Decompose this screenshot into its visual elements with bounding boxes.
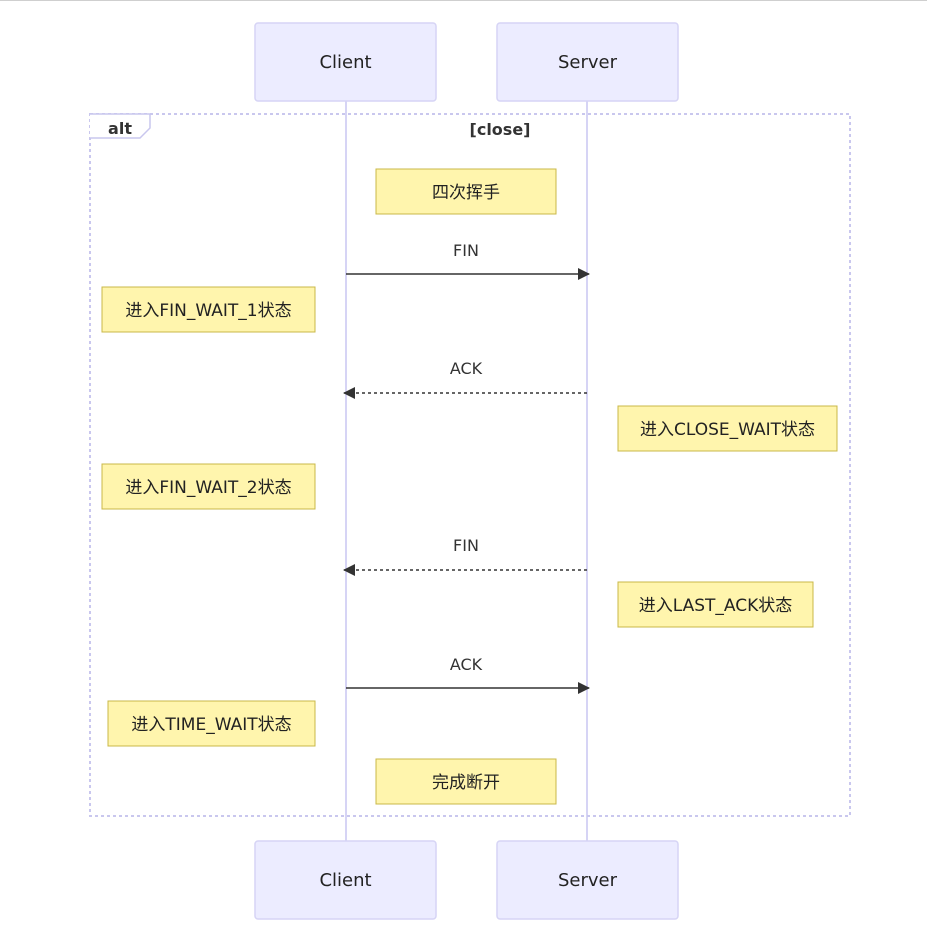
note-time-wait: 进入TIME_WAIT状态 xyxy=(107,700,316,747)
actor-client-top[interactable]: Client xyxy=(254,22,437,102)
note-fin-wait-1: 进入FIN_WAIT_1状态 xyxy=(101,286,316,333)
alt-block-frame xyxy=(89,113,851,817)
note-fin-wait-2: 进入FIN_WAIT_2状态 xyxy=(101,463,316,510)
message-fin-2-label: FIN xyxy=(453,536,479,555)
note-last-ack-label: 进入LAST_ACK状态 xyxy=(639,596,793,616)
note-fin-wait-2-label: 进入FIN_WAIT_2状态 xyxy=(125,478,291,498)
message-ack-1: ACK xyxy=(343,359,587,399)
note-time-wait-label: 进入TIME_WAIT状态 xyxy=(131,715,291,735)
message-fin-1: FIN xyxy=(346,241,590,280)
note-handshake: 四次挥手 xyxy=(375,168,557,215)
actor-server-bottom[interactable]: Server xyxy=(496,840,679,920)
actor-client-top-label: Client xyxy=(319,52,371,73)
alt-keyword: alt xyxy=(108,119,132,138)
message-ack-2-label: ACK xyxy=(450,655,483,674)
alt-block: alt [close] xyxy=(89,113,851,817)
note-last-ack: 进入LAST_ACK状态 xyxy=(617,581,814,628)
message-ack-1-label: ACK xyxy=(450,359,483,378)
actor-client-bottom-label: Client xyxy=(319,870,371,891)
note-close-wait-label: 进入CLOSE_WAIT状态 xyxy=(640,420,815,440)
actor-client-bottom[interactable]: Client xyxy=(254,840,437,920)
alt-condition: [close] xyxy=(470,120,531,139)
message-ack-2: ACK xyxy=(346,655,590,694)
note-close-wait: 进入CLOSE_WAIT状态 xyxy=(617,405,838,452)
note-done: 完成断开 xyxy=(375,758,557,805)
actor-server-bottom-label: Server xyxy=(558,870,618,891)
note-handshake-label: 四次挥手 xyxy=(432,183,500,203)
message-fin-2: FIN xyxy=(343,536,587,576)
note-fin-wait-1-label: 进入FIN_WAIT_1状态 xyxy=(125,301,291,321)
actor-server-top-label: Server xyxy=(558,52,618,73)
window-top-border xyxy=(0,0,927,1)
alt-label-tab xyxy=(90,113,151,139)
actor-server-top[interactable]: Server xyxy=(496,22,679,102)
note-done-label: 完成断开 xyxy=(432,773,500,793)
message-fin-1-label: FIN xyxy=(453,241,479,260)
